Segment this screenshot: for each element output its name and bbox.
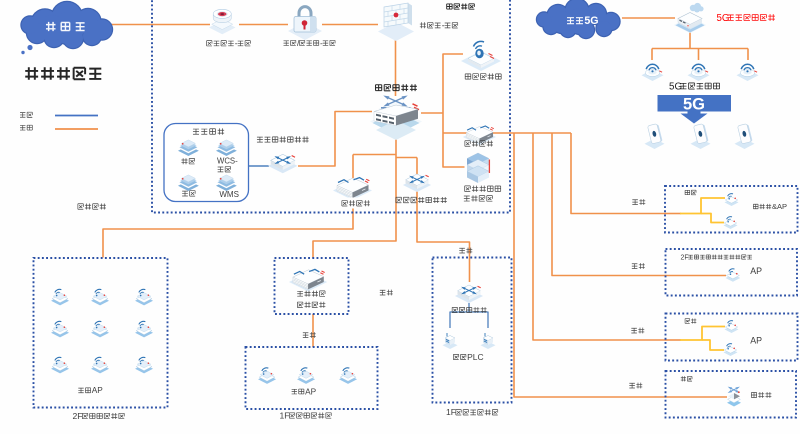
- svg-text:&AP: &AP: [772, 202, 787, 211]
- svg-text:PLC: PLC: [467, 352, 484, 362]
- svg-text:WCS-: WCS-: [217, 157, 238, 166]
- svg-text:1F: 1F: [280, 410, 290, 420]
- svg-text:5G: 5G: [717, 13, 730, 24]
- svg-text:5G: 5G: [669, 81, 682, 92]
- svg-text:/: /: [297, 39, 300, 48]
- svg-text:2F: 2F: [73, 411, 83, 421]
- svg-text:-: -: [442, 20, 445, 30]
- svg-text:AP: AP: [305, 387, 317, 396]
- svg-text:-: -: [320, 39, 323, 48]
- svg-text:WMS: WMS: [219, 190, 239, 199]
- svg-text:AP: AP: [750, 266, 762, 276]
- svg-text:AP: AP: [92, 386, 104, 395]
- svg-text:AP: AP: [750, 336, 762, 346]
- svg-text:5G: 5G: [683, 96, 705, 114]
- svg-text:5G: 5G: [584, 15, 598, 27]
- svg-text:-: -: [235, 38, 238, 48]
- svg-text:2F: 2F: [681, 254, 689, 261]
- svg-text:1F: 1F: [446, 407, 456, 417]
